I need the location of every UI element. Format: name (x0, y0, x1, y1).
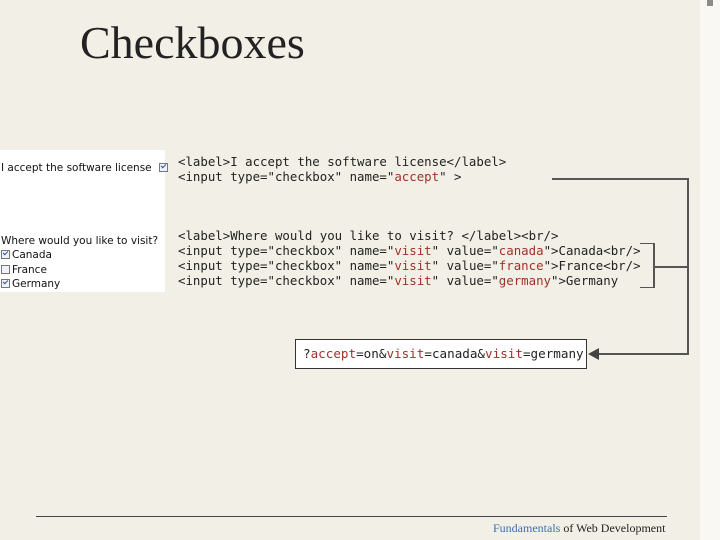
option-label: France (12, 264, 47, 276)
option-canada: Canada (1, 249, 52, 262)
code-value-value: canada (498, 243, 544, 258)
slide-edge-bar (700, 0, 720, 540)
option-france: France (1, 264, 47, 277)
option-label: Germany (12, 278, 61, 290)
code-value-value: germany (498, 273, 552, 288)
code-name-value: visit (394, 243, 432, 258)
footer-text: Fundamentals of Web Development (493, 521, 665, 536)
code-name-value: visit (394, 258, 432, 273)
bracket-visit-vertical (653, 243, 655, 288)
corner-marker (707, 0, 713, 6)
code-line-input-accept: <input type="checkbox" name="accept" > (178, 169, 462, 184)
connector-accept (552, 178, 689, 180)
code-line-label-visit: <label>Where would you like to visit? </… (178, 228, 559, 243)
option-germany: Germany (1, 278, 60, 291)
license-checkbox[interactable] (159, 163, 168, 172)
license-label: I accept the software license (1, 162, 152, 174)
code-name-value: visit (394, 273, 432, 288)
license-row: I accept the software license (1, 162, 168, 175)
option-label: Canada (12, 249, 52, 261)
visit-question-label: Where would you like to visit? (1, 235, 159, 247)
slide-title: Checkboxes (80, 17, 305, 68)
query-string-box: ?accept=on&visit=canada&visit=germany (295, 339, 587, 369)
connector-visit (654, 266, 688, 268)
arrowhead-icon (588, 348, 599, 360)
code-line-input-france: <input type="checkbox" name="visit" valu… (178, 258, 641, 273)
rendered-form-preview: I accept the software license Where woul… (0, 150, 168, 292)
footer-accent: Fundamentals (493, 521, 561, 535)
germany-checkbox[interactable] (1, 279, 10, 288)
bracket-visit-bottom (640, 287, 654, 288)
code-line-input-germany: <input type="checkbox" name="visit" valu… (178, 273, 619, 288)
connector-to-query (598, 353, 689, 355)
footer-rest: of Web Development (560, 521, 666, 535)
code-name-value: accept (394, 169, 440, 184)
canada-checkbox[interactable] (1, 250, 10, 259)
code-value-value: france (498, 258, 544, 273)
france-checkbox[interactable] (1, 265, 10, 274)
code-line-input-canada: <input type="checkbox" name="visit" valu… (178, 243, 641, 258)
connector-vertical (687, 178, 689, 355)
bracket-visit-top (640, 243, 654, 244)
code-line-label-license: <label>I accept the software license</la… (178, 154, 507, 169)
footer-divider (36, 516, 667, 517)
